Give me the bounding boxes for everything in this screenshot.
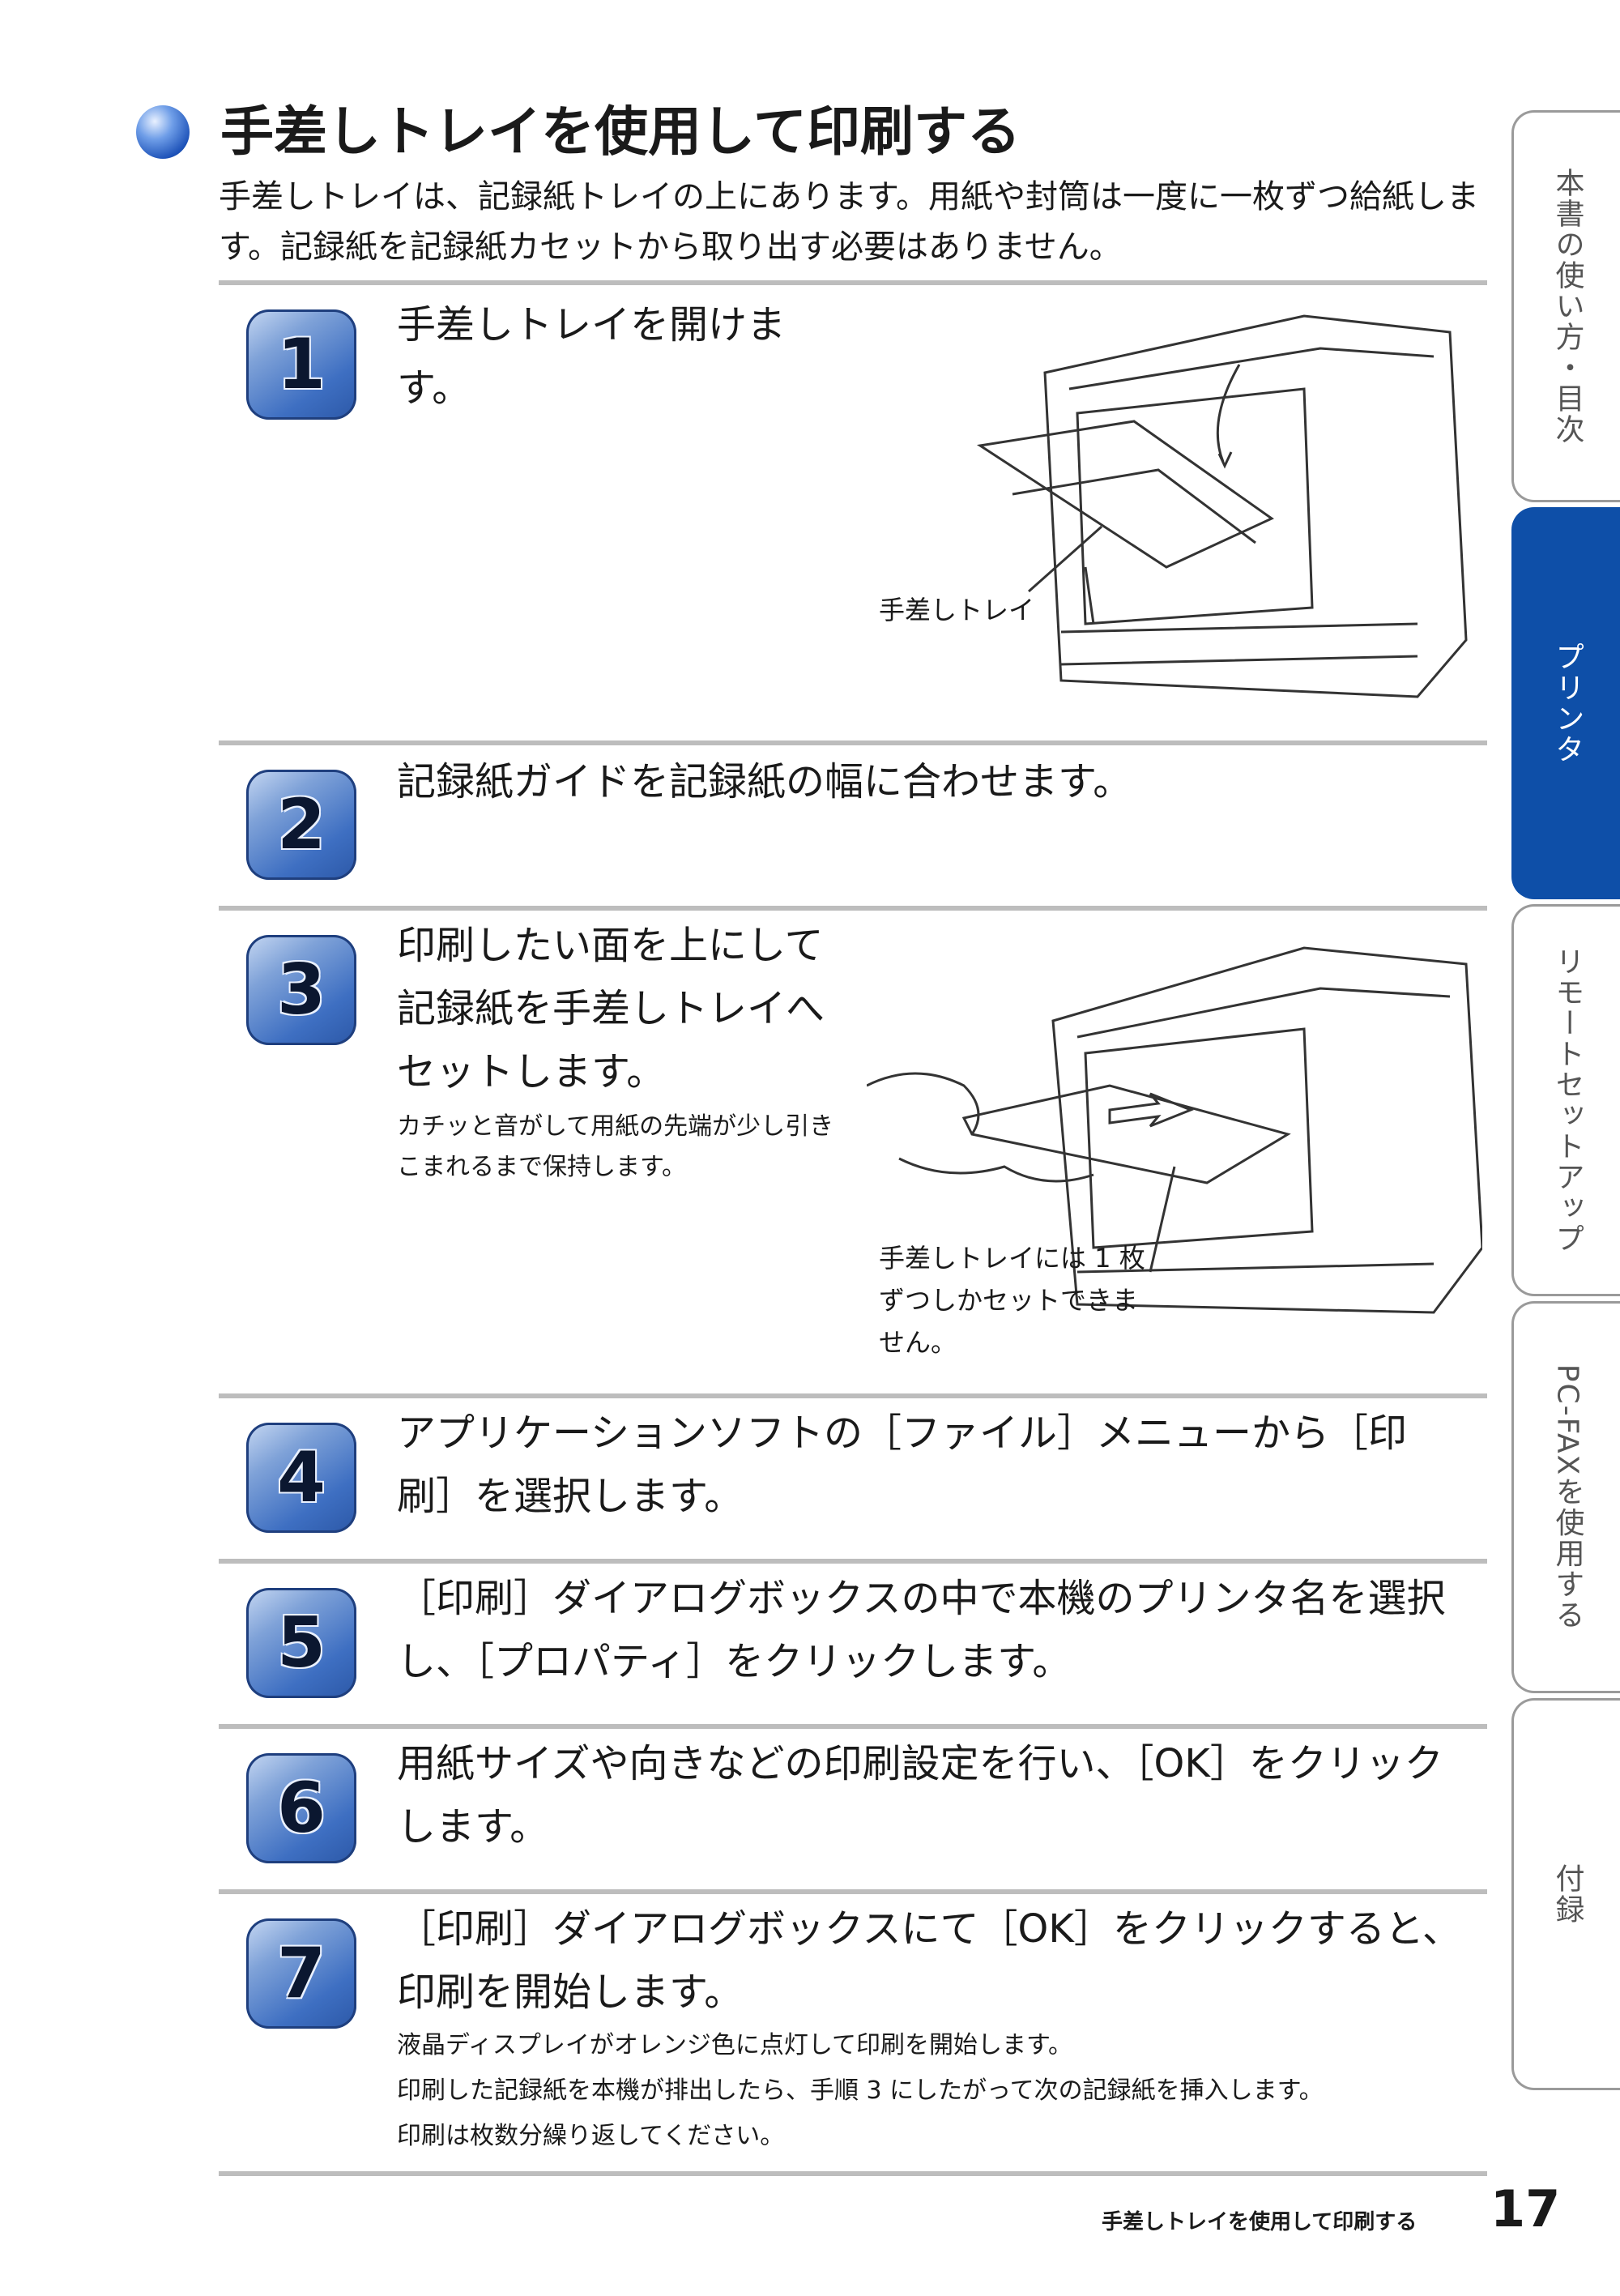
- step-badge: 7: [246, 1918, 356, 2029]
- step-3-caption-line: せん。: [879, 1327, 957, 1358]
- divider: [219, 1559, 1487, 1564]
- step-3-text: 印刷したい面を上にして記録紙を手差しトレイへセットします。: [397, 923, 825, 1095]
- step-3-caption-line: ずつしかセットできま: [879, 1285, 1139, 1316]
- divider: [219, 1724, 1487, 1729]
- step-7-note: 液晶ディスプレイがオレンジ色に点灯して印刷を開始します。: [397, 2031, 1072, 2059]
- step-badge: 2: [246, 770, 356, 880]
- tab-appendix[interactable]: 付録: [1511, 1698, 1620, 2090]
- step-5-text: ［印刷］ダイアログボックスの中で本機のプリンタ名を選択し、［プロパティ］をクリッ…: [397, 1576, 1446, 1684]
- tab-label: PC-FAXを使用する: [1550, 1364, 1584, 1631]
- divider: [219, 1889, 1487, 1894]
- step-3-caption-line: 手差しトレイには 1 枚: [879, 1243, 1145, 1274]
- tab-contents[interactable]: 本書の使い方・目次: [1511, 110, 1620, 502]
- page-title: 手差しトレイを使用して印刷する: [220, 100, 1021, 163]
- step-badge: 3: [246, 935, 356, 1045]
- step-badge: 6: [246, 1753, 356, 1863]
- divider: [219, 906, 1487, 911]
- page-number: 17: [1490, 2179, 1561, 2238]
- step-1-caption: 手差しトレイ: [879, 595, 1035, 625]
- tab-label: リモートセットアップ: [1550, 946, 1584, 1254]
- tab-label: プリンタ: [1550, 642, 1584, 765]
- footer-section-title: 手差しトレイを使用して印刷する: [1102, 2210, 1418, 2234]
- divider: [219, 2171, 1487, 2176]
- step-4-text: アプリケーションソフトの［ファイル］メニューから［印刷］を選択します。: [397, 1410, 1408, 1519]
- tab-printer[interactable]: プリンタ: [1511, 507, 1620, 899]
- step-badge: 4: [246, 1423, 356, 1533]
- divider: [219, 1393, 1487, 1398]
- step-badge: 1: [246, 309, 356, 420]
- step-2-text: 記録紙ガイドを記録紙の幅に合わせます。: [397, 759, 1132, 804]
- tab-pc-fax[interactable]: PC-FAXを使用する: [1511, 1301, 1620, 1693]
- step-6-text: 用紙サイズや向きなどの印刷設定を行い、［OK］をクリックします。: [397, 1741, 1443, 1850]
- feeding-paper-illustration: [867, 946, 1482, 1314]
- divider: [219, 740, 1487, 745]
- tab-label: 付録: [1550, 1863, 1584, 1925]
- step-7-text: ［印刷］ダイアログボックスにて［OK］をクリックすると、印刷を開始します。: [397, 1906, 1461, 2015]
- step-1-text: 手差しトレイを開けます。: [397, 302, 787, 411]
- tab-remote-setup[interactable]: リモートセットアップ: [1511, 904, 1620, 1296]
- step-badge: 5: [246, 1588, 356, 1698]
- tab-label: 本書の使い方・目次: [1550, 168, 1584, 445]
- title-bullet-icon: [136, 105, 190, 159]
- step-7-note: 印刷した記録紙を本機が排出したら、手順 3 にしたがって次の記録紙を挿入します。: [397, 2076, 1324, 2105]
- step-7-note: 印刷は枚数分繰り返してください。: [397, 2122, 785, 2150]
- divider: [219, 280, 1487, 285]
- printer-tray-illustration: [976, 314, 1468, 698]
- intro-paragraph: 手差しトレイは、記録紙トレイの上にあります。用紙や封筒は一度に一枚ずつ給紙します…: [219, 178, 1479, 266]
- step-3-note: カチッと音がして用紙の先端が少し引きこまれるまで保持します。: [397, 1112, 834, 1181]
